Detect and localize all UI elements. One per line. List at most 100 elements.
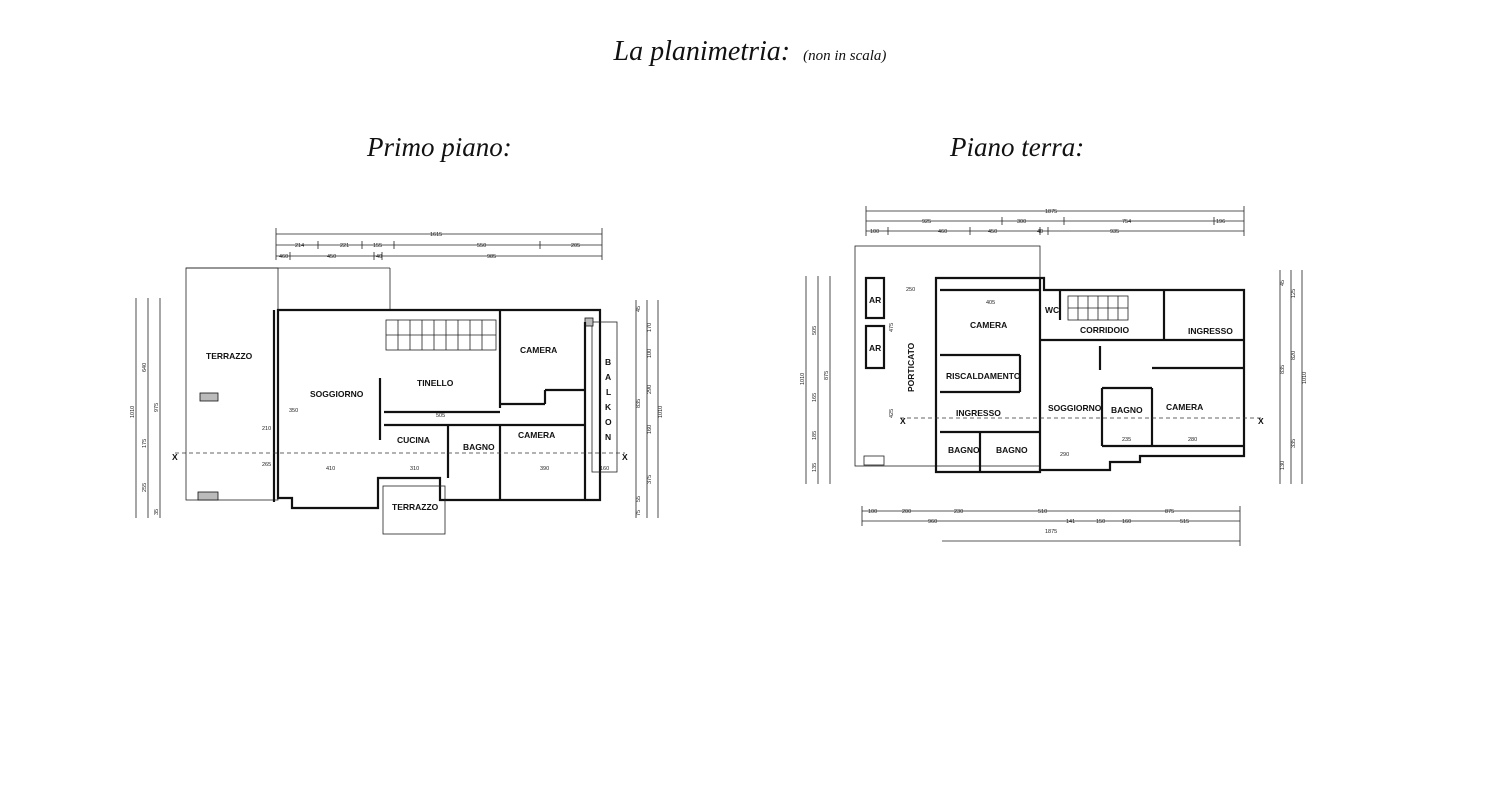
- gf-bottom-dim-total: 1875: [1045, 529, 1057, 535]
- gf-top-dim-f: 460: [938, 229, 947, 235]
- ground-floor-right-dimensions: 45 125 820 835 1010 335 130: [1279, 270, 1308, 484]
- gf-room-ar-1: AR: [869, 295, 881, 305]
- gf-room-bagno-middle: BAGNO: [996, 445, 1028, 455]
- ff-balcony-letter-3: L: [606, 387, 611, 397]
- gf-inner-dim-d: 425: [889, 409, 895, 418]
- ff-top-dim-b: 221: [340, 243, 349, 249]
- gf-bottom-dim-e: 875: [1165, 509, 1174, 515]
- gf-room-camera-left: CAMERA: [970, 320, 1007, 330]
- ground-floor-bottom-dimensions: 100 200 230 510 875 960 141 150 160 515 …: [861, 506, 1241, 546]
- gf-staircase: [1067, 295, 1129, 321]
- ff-room-cucina: CUCINA: [397, 435, 430, 445]
- gf-left-dim-a: 505: [812, 326, 818, 335]
- first-floor-plan: 1615 214 221 155 550 205 460 450 40 985 …: [130, 228, 664, 535]
- gf-bottom-dim-f: 960: [928, 519, 937, 525]
- gf-room-corridoio: CORRIDOIO: [1080, 325, 1130, 335]
- ff-top-dim-d: 550: [477, 243, 486, 249]
- gf-bottom-dim-i: 160: [1122, 519, 1131, 525]
- gf-top-dim-i: 935: [1110, 229, 1119, 235]
- gf-room-ingresso-left: INGRESSO: [956, 408, 1001, 418]
- gf-inner-dim-f: 235: [1122, 437, 1131, 443]
- ground-floor-left-dimensions: 505 875 1010 165 185 135: [800, 276, 831, 484]
- gf-top-dim-g: 450: [988, 229, 997, 235]
- page-title-text: La planimetria:: [613, 36, 791, 67]
- gf-top-dim-c: 754: [1122, 219, 1131, 225]
- first-floor-right-dimensions: 45 170 100 290 835 1010 160 375 55 75: [635, 300, 664, 518]
- svg-text:X: X: [1258, 416, 1264, 426]
- ff-room-bagno: BAGNO: [463, 442, 495, 452]
- svg-text:X: X: [172, 452, 178, 462]
- ff-inner-dim-a: 350: [289, 408, 298, 414]
- ground-floor-title: Piano terra:: [950, 132, 1085, 162]
- gf-inner-dim-e: 290: [1060, 452, 1069, 458]
- ff-right-dim-g: 160: [647, 425, 653, 434]
- ff-top-dim-h: 40: [376, 254, 382, 260]
- ff-balcony-letter-2: A: [605, 372, 611, 382]
- gf-right-dim-g: 130: [1280, 461, 1286, 470]
- ff-top-dim-g: 450: [327, 254, 336, 260]
- gf-right-dim-d: 835: [1280, 365, 1286, 374]
- ff-right-dim-d: 290: [647, 385, 653, 394]
- ff-right-dim-a: 45: [636, 306, 642, 312]
- first-floor-title: Primo piano:: [367, 132, 512, 162]
- gf-left-dim-e: 185: [812, 431, 818, 440]
- ff-balcony-letter-5: O: [605, 417, 612, 427]
- ff-terrace-bottom-outline: [382, 485, 446, 535]
- ff-left-dim-d: 175: [142, 439, 148, 448]
- ground-floor-plan: 1875 925 300 754 196 100 460 450 40 935 …: [800, 206, 1308, 546]
- gf-left-dim-c: 1010: [800, 373, 806, 385]
- ff-inner-dim-d: 265: [262, 462, 271, 468]
- gf-bottom-dim-j: 515: [1180, 519, 1189, 525]
- ff-exterior-walls: [276, 308, 602, 510]
- gf-bottom-dim-h: 150: [1096, 519, 1105, 525]
- gf-top-dim-total: 1875: [1045, 209, 1057, 215]
- gf-room-bagno-center: BAGNO: [1111, 405, 1143, 415]
- ff-left-dim-a: 640: [142, 363, 148, 372]
- gf-top-dim-d: 196: [1216, 219, 1225, 225]
- ff-balcony-letter-6: N: [605, 432, 611, 442]
- ff-balcony-letter-1: B: [605, 357, 611, 367]
- ff-room-tinello: TINELLO: [417, 378, 454, 388]
- gf-room-riscaldamento: RISCALDAMENTO: [946, 371, 1021, 381]
- ff-left-dim-e: 255: [142, 483, 148, 492]
- gf-bottom-dim-a: 100: [868, 509, 877, 515]
- ff-top-dim-i: 985: [487, 254, 496, 260]
- ff-terrace-hatch-1: [199, 392, 219, 402]
- ff-inner-dim-c: 210: [262, 426, 271, 432]
- ff-left-dim-c: 1010: [130, 406, 136, 418]
- gf-left-dim-b: 875: [824, 371, 830, 380]
- ff-room-terrazzo-left: TERRAZZO: [206, 351, 253, 361]
- ff-inner-dim-b: 505: [436, 413, 445, 419]
- gf-storage-1: [864, 276, 886, 320]
- gf-top-dim-e: 100: [870, 229, 879, 235]
- ff-room-camera-bottom: CAMERA: [518, 430, 555, 440]
- ff-left-dim-b: 975: [154, 403, 160, 412]
- svg-text:X: X: [900, 416, 906, 426]
- ff-top-dim-e: 205: [571, 243, 580, 249]
- ff-terrace-hatch-2: [197, 491, 219, 501]
- gf-top-dim-a: 925: [922, 219, 931, 225]
- ff-right-dim-h: 375: [647, 475, 653, 484]
- ff-room-terrazzo-bottom: TERRAZZO: [392, 502, 439, 512]
- gf-room-ar-2: AR: [869, 343, 881, 353]
- ff-top-dim-f: 460: [279, 254, 288, 260]
- ff-balcony-outline: [591, 321, 618, 473]
- gf-left-dim-d: 165: [812, 393, 818, 402]
- ff-top-dim-a: 214: [295, 243, 304, 249]
- gf-room-porticato: PORTICATO: [906, 342, 916, 392]
- first-floor-top-dimensions: 1615 214 221 155 550 205 460 450 40 985: [275, 228, 603, 260]
- ff-inner-dim-h: 160: [600, 466, 609, 472]
- gf-inner-dim-g: 280: [1188, 437, 1197, 443]
- ff-right-dim-j: 75: [636, 510, 642, 516]
- gf-room-soggiorno: SOGGIORNO: [1048, 403, 1102, 413]
- gf-left-dim-f: 135: [812, 463, 818, 472]
- gf-right-dim-e: 1010: [1302, 372, 1308, 384]
- ff-inner-dim-g: 390: [540, 466, 549, 472]
- gf-exterior-walls: [934, 276, 1246, 474]
- ff-inner-dim-e: 410: [326, 466, 335, 472]
- gf-top-dim-h: 40: [1037, 229, 1043, 235]
- gf-room-camera-right: CAMERA: [1166, 402, 1203, 412]
- gf-right-dim-b: 125: [1291, 289, 1297, 298]
- gf-inner-dim-c: 405: [986, 300, 995, 306]
